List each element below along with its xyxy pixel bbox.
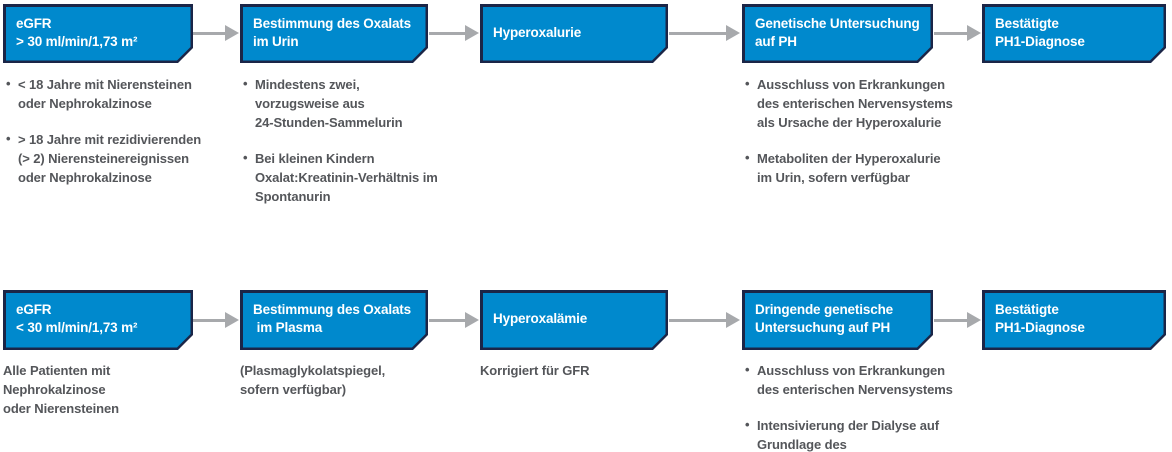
step-title: Bestätigte PH1-Diagnose <box>995 15 1085 49</box>
note-bullet: Bei kleinen Kindern Oxalat:Kreatinin-Ver… <box>240 148 470 206</box>
step-box-egfr-over-30: eGFR > 30 ml/min/1,73 m² <box>3 4 193 63</box>
note-bullet: Mindestens zwei, vorzugsweise aus 24-Stu… <box>240 74 470 132</box>
flow-arrow <box>934 312 981 328</box>
note-oxalate-plasma: (Plasmaglykolatspiegel, sofern verfügbar… <box>240 361 470 416</box>
flow-arrow <box>669 312 740 328</box>
flow-arrow <box>193 312 239 328</box>
notes-urgent-genetic-testing: Ausschluss von Erkrankungen des enterisc… <box>742 360 974 452</box>
note-bullet: > 18 Jahre mit rezidivierenden (> 2) Nie… <box>3 129 233 187</box>
note-egfr-under-30: Alle Patienten mit Nephrokalzinose oder … <box>3 361 233 435</box>
note-bullet: Intensivierung der Dialyse auf Grundlage… <box>742 415 974 452</box>
step-box-hyperoxaluria: Hyperoxalurie <box>480 4 668 63</box>
note-text: Korrigiert für GFR <box>480 363 590 378</box>
flow-arrow <box>934 25 981 41</box>
notes-oxalate-urine: Mindestens zwei, vorzugsweise aus 24-Stu… <box>240 74 470 223</box>
note-bullet: Ausschluss von Erkrankungen des enterisc… <box>742 360 974 399</box>
step-title: Bestätigte PH1-Diagnose <box>995 302 1085 335</box>
notes-egfr-over-30: < 18 Jahre mit Nierensteinen oder Nephro… <box>3 74 233 204</box>
step-box-confirmed-ph1: Bestätigte PH1-Diagnose <box>982 4 1166 63</box>
step-box-urgent-genetic-testing: Dringende genetische Untersuchung auf PH <box>742 290 933 350</box>
step-box-egfr-under-30: eGFR < 30 ml/min/1,73 m² <box>3 290 193 350</box>
note-bullet: < 18 Jahre mit Nierensteinen oder Nephro… <box>3 74 233 113</box>
flow-arrow <box>429 312 479 328</box>
flow-arrow <box>429 25 479 41</box>
note-bullet: Metaboliten der Hyperoxalurie im Urin, s… <box>742 148 974 187</box>
flow-arrow <box>193 25 239 41</box>
step-title: Bestimmung des Oxalats im Plasma <box>253 302 412 335</box>
note-bullet: Ausschluss von Erkrankungen des enterisc… <box>742 74 974 132</box>
step-box-hyperoxalemia: Hyperoxalämie <box>480 290 668 350</box>
step-title: Genetische Untersuchung auf PH <box>755 15 920 49</box>
note-hyperoxalemia: Korrigiert für GFR <box>480 361 710 397</box>
step-title: eGFR > 30 ml/min/1,73 m² <box>16 15 138 49</box>
step-title: Bestimmung des Oxalats im Urin <box>253 15 412 49</box>
step-title: Hyperoxalurie <box>493 24 582 40</box>
note-text: (Plasmaglykolatspiegel, sofern verfügbar… <box>240 363 386 397</box>
step-title: Hyperoxalämie <box>493 311 588 326</box>
flow-arrow <box>669 25 740 41</box>
step-box-confirmed-ph1-row2: Bestätigte PH1-Diagnose <box>982 290 1166 350</box>
step-title: Dringende genetische Untersuchung auf PH <box>755 302 894 335</box>
notes-genetic-testing: Ausschluss von Erkrankungen des enterisc… <box>742 74 974 204</box>
step-box-genetic-testing: Genetische Untersuchung auf PH <box>742 4 933 63</box>
note-text: Alle Patienten mit Nephrokalzinose oder … <box>3 363 119 416</box>
step-box-oxalate-plasma: Bestimmung des Oxalats im Plasma <box>240 290 428 350</box>
step-title: eGFR < 30 ml/min/1,73 m² <box>16 302 138 335</box>
step-box-oxalate-urine: Bestimmung des Oxalats im Urin <box>240 4 428 63</box>
